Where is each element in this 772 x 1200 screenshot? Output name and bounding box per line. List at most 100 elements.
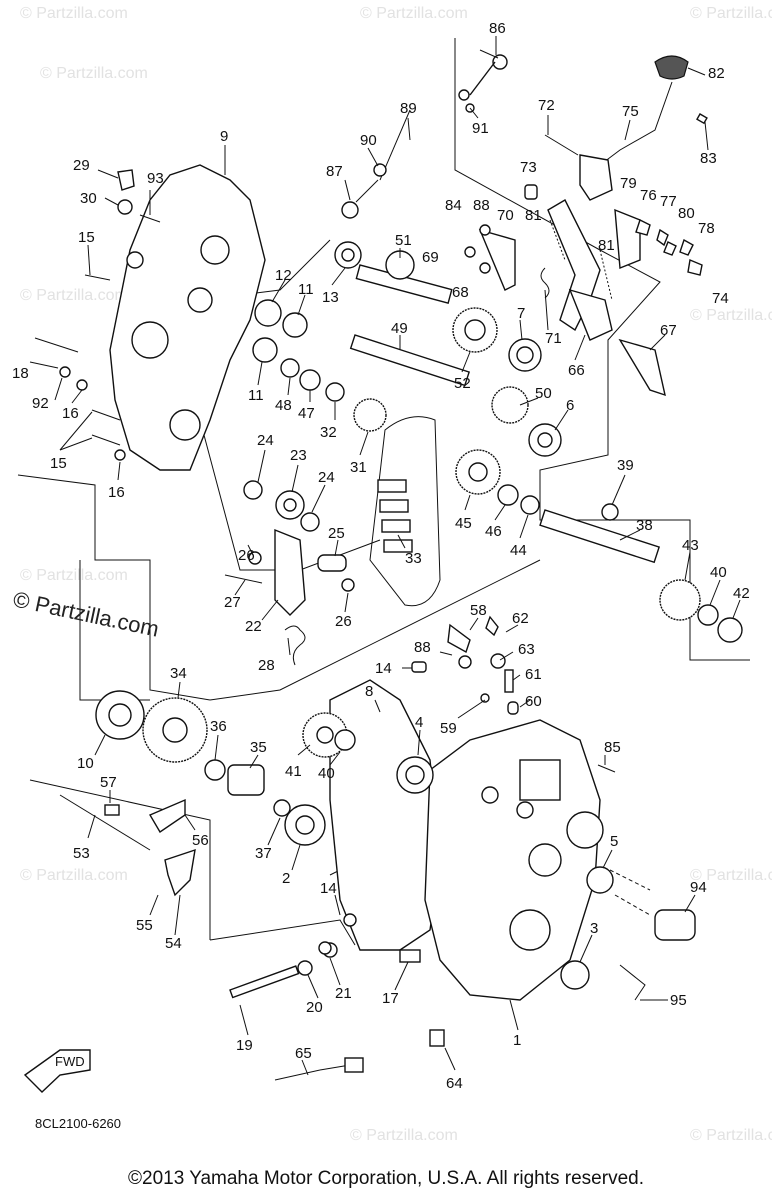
- callout-41: 41: [285, 763, 302, 780]
- chain: [369, 416, 441, 607]
- callout-5: 5: [610, 833, 618, 850]
- callout-49: 49: [391, 320, 408, 337]
- drawing-code: 8CL2100-6260: [35, 1116, 121, 1131]
- watermark: © Partzilla.com: [20, 567, 128, 584]
- callout-48: 48: [275, 397, 292, 414]
- callout-90: 90: [360, 132, 377, 149]
- callout-60: 60: [525, 693, 542, 710]
- callout-4: 4: [415, 714, 423, 731]
- assembly-outlines: [17, 38, 750, 946]
- callout-34: 34: [170, 665, 187, 682]
- callout-15: 15: [78, 229, 95, 246]
- callout-23: 23: [290, 447, 307, 464]
- watermark-layer: © Partzilla.com © Partzilla.com © Partzi…: [20, 5, 772, 1144]
- callout-15: 15: [50, 455, 67, 472]
- watermark: © Partzilla.com: [20, 867, 128, 884]
- callout-84: 84: [445, 197, 462, 214]
- callout-62: 62: [512, 610, 529, 627]
- callout-3: 3: [590, 920, 598, 937]
- callout-7: 7: [517, 305, 525, 322]
- callout-46: 46: [485, 523, 502, 540]
- callout-38: 38: [636, 517, 653, 534]
- callout-77: 77: [660, 193, 677, 210]
- callout-76: 76: [640, 187, 657, 204]
- watermark: © Partzilla.com: [690, 307, 772, 324]
- callout-56: 56: [192, 832, 209, 849]
- callout-32: 32: [320, 424, 337, 441]
- fwd-label: FWD: [55, 1054, 85, 1069]
- callout-21: 21: [335, 985, 352, 1002]
- shafts: [59, 109, 661, 999]
- callout-17: 17: [382, 990, 399, 1007]
- callout-88: 88: [473, 197, 490, 214]
- watermark: © Partzilla.com: [690, 1127, 772, 1144]
- callout-2: 2: [282, 870, 290, 887]
- callout-1: 1: [513, 1032, 521, 1049]
- callout-91: 91: [472, 120, 489, 137]
- callout-22: 22: [245, 618, 262, 635]
- callout-75: 75: [622, 103, 639, 120]
- callout-10: 10: [77, 755, 94, 772]
- callout-81: 81: [525, 207, 542, 224]
- callout-8: 8: [365, 683, 373, 700]
- callout-83: 83: [700, 150, 717, 167]
- callout-20: 20: [306, 999, 323, 1016]
- parts-diagram: © Partzilla.com © Partzilla.com © Partzi…: [11, 5, 772, 1144]
- callout-29: 29: [73, 157, 90, 174]
- callout-44: 44: [510, 542, 527, 559]
- callout-66: 66: [568, 362, 585, 379]
- callout-19: 19: [236, 1037, 253, 1054]
- copyright-notice: ©2013 Yamaha Motor Corporation, U.S.A. A…: [128, 1168, 644, 1189]
- callout-81: 81: [598, 237, 615, 254]
- callout-95: 95: [670, 992, 687, 1009]
- callout-71: 71: [545, 330, 562, 347]
- callout-79: 79: [620, 175, 637, 192]
- callout-12: 12: [275, 267, 292, 284]
- callout-69: 69: [422, 249, 439, 266]
- callout-74: 74: [712, 290, 729, 307]
- leader-lines: [29, 36, 741, 1076]
- callout-25: 25: [328, 525, 345, 542]
- callout-11: 11: [298, 281, 314, 298]
- callout-86: 86: [489, 20, 506, 37]
- callout-53: 53: [73, 845, 90, 862]
- callout-89: 89: [400, 100, 417, 117]
- callout-27: 27: [224, 594, 241, 611]
- callout-61: 61: [525, 666, 542, 683]
- watermark: © Partzilla.com: [690, 867, 772, 884]
- callout-33: 33: [405, 550, 422, 567]
- callout-47: 47: [298, 405, 315, 422]
- callout-40: 40: [318, 765, 335, 782]
- callout-40: 40: [710, 564, 727, 581]
- callout-31: 31: [350, 459, 367, 476]
- watermark: © Partzilla.com: [20, 5, 128, 22]
- callout-57: 57: [100, 774, 117, 791]
- watermark: © Partzilla.com: [40, 65, 148, 82]
- watermark: © Partzilla.com: [350, 1127, 458, 1144]
- callout-11: 11: [248, 387, 264, 404]
- callout-42: 42: [733, 585, 750, 602]
- callout-93: 93: [147, 170, 164, 187]
- callout-64: 64: [446, 1075, 463, 1092]
- callout-85: 85: [604, 739, 621, 756]
- callout-52: 52: [454, 375, 471, 392]
- partzilla-brand-mark: © Partzilla.com: [11, 586, 161, 641]
- callout-39: 39: [617, 457, 634, 474]
- callout-54: 54: [165, 935, 182, 952]
- callout-16: 16: [108, 484, 125, 501]
- callout-50: 50: [535, 385, 552, 402]
- callout-94: 94: [690, 879, 707, 896]
- callout-67: 67: [660, 322, 677, 339]
- callout-30: 30: [80, 190, 97, 207]
- callout-73: 73: [520, 159, 537, 176]
- callout-72: 72: [538, 97, 555, 114]
- callout-51: 51: [395, 232, 412, 249]
- callout-6: 6: [566, 397, 574, 414]
- callout-18: 18: [12, 365, 29, 382]
- right-crankcase: [329, 679, 604, 1001]
- watermark: © Partzilla.com: [20, 287, 128, 304]
- callout-70: 70: [497, 207, 514, 224]
- callout-92: 92: [32, 395, 49, 412]
- callout-59: 59: [440, 720, 457, 737]
- callout-14: 14: [320, 880, 337, 897]
